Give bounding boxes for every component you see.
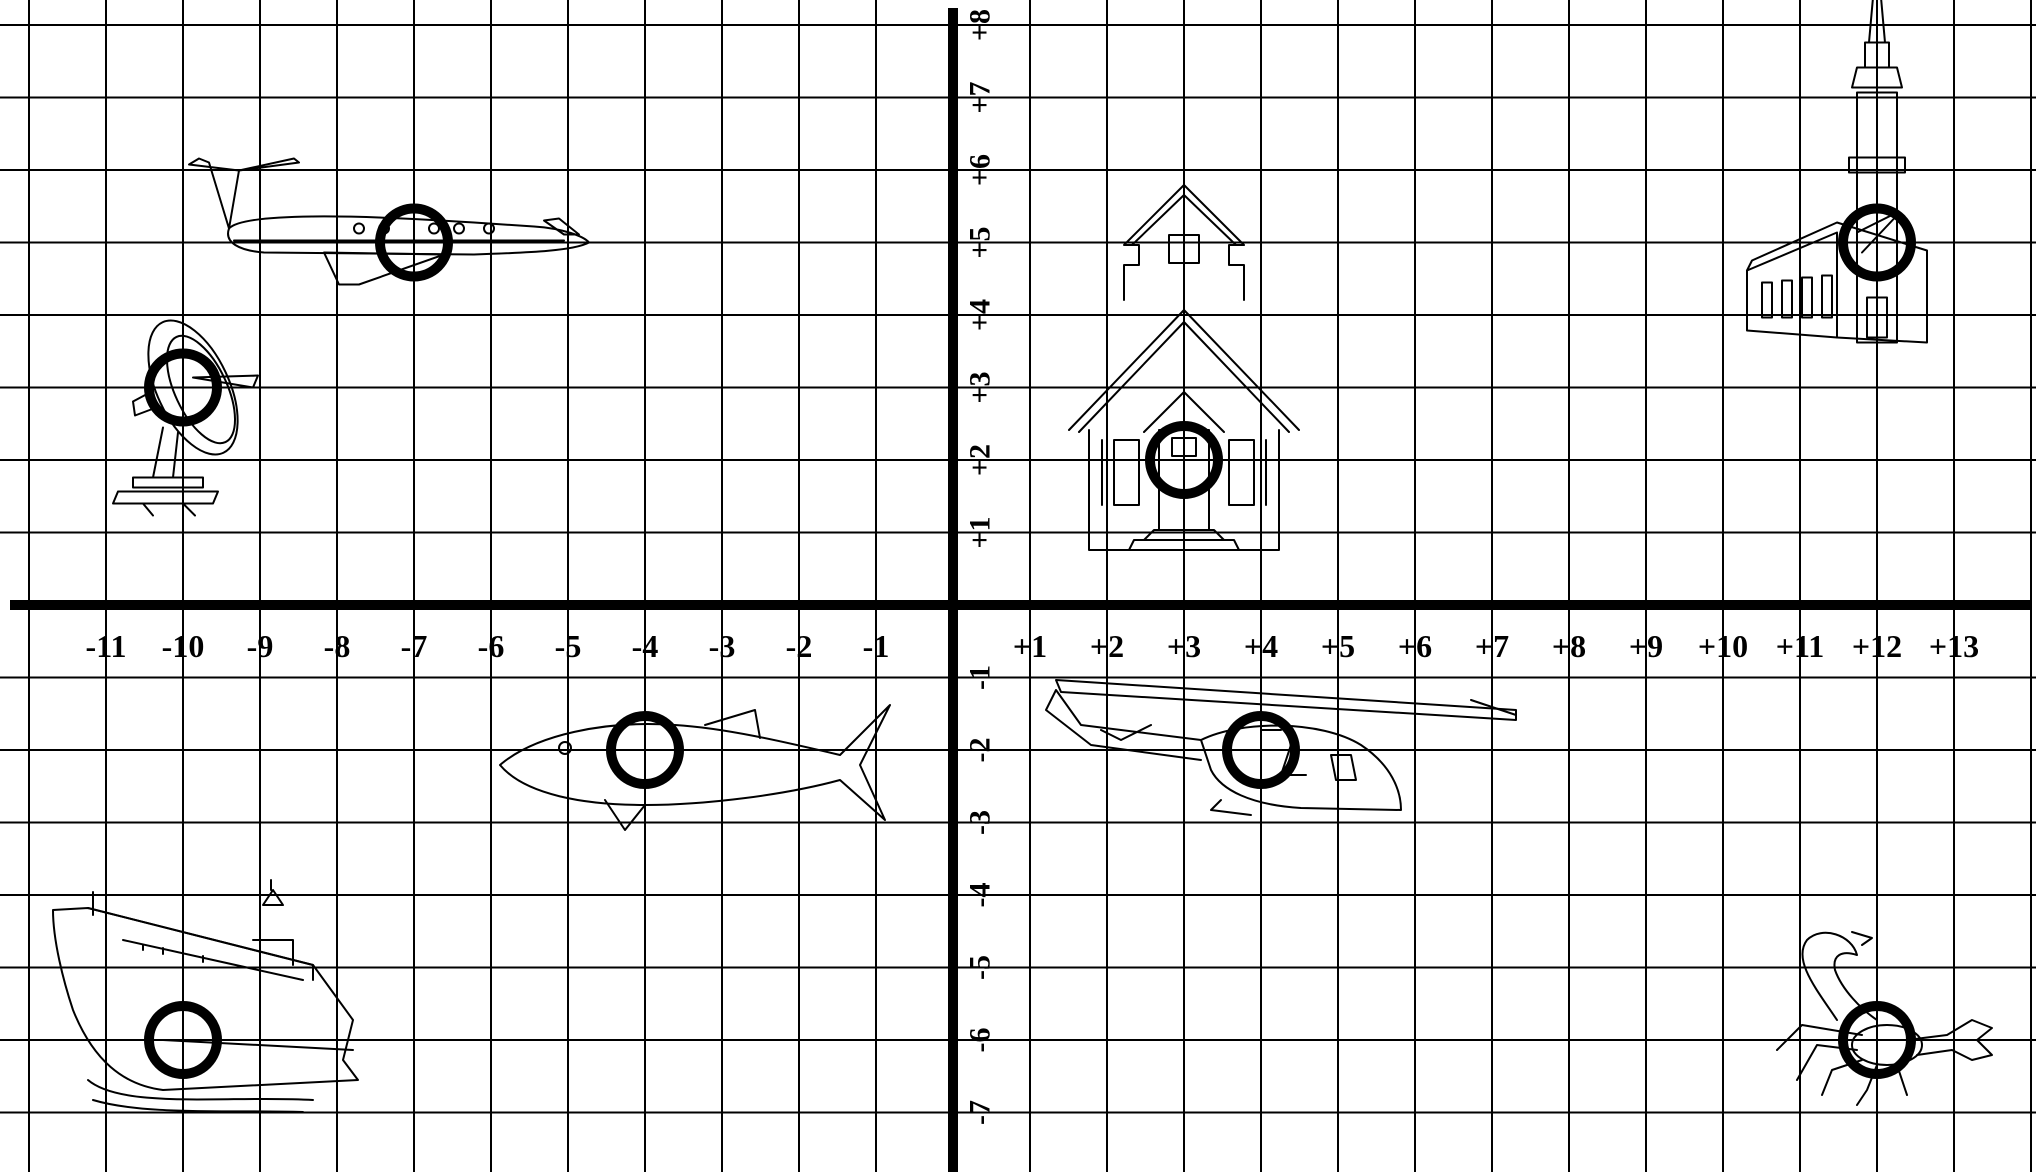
x-tick-label: -11	[86, 628, 127, 664]
y-tick-label: -5	[964, 955, 997, 980]
x-tick-label: +8	[1552, 628, 1586, 664]
x-tick-label: -7	[401, 628, 428, 664]
x-tick-label: -3	[709, 628, 736, 664]
x-tick-label: +2	[1090, 628, 1124, 664]
x-tick-label: +11	[1776, 628, 1824, 664]
y-tick-label: -2	[964, 738, 997, 763]
y-tick-label: +1	[964, 516, 997, 548]
y-tick-label: +6	[964, 154, 997, 186]
x-tick-label: -8	[324, 628, 351, 664]
x-tick-label: +3	[1167, 628, 1201, 664]
y-tick-label: +7	[964, 81, 997, 113]
satellite-dish-icon	[113, 307, 258, 515]
y-tick-label: -1	[964, 665, 997, 690]
helicopter-icon	[1046, 680, 1516, 815]
y-axis-tick-labels: +8 +7 +6 +5 +4 +3 +2 +1 -1 -2 -3 -4 -5 -6 -7	[964, 9, 997, 1125]
x-tick-label: +6	[1398, 628, 1432, 664]
scorpion-icon	[1777, 932, 1992, 1105]
y-tick-label: +8	[964, 9, 997, 41]
y-tick-label: -3	[964, 810, 997, 835]
x-tick-label: -5	[555, 628, 582, 664]
x-tick-label: +4	[1244, 628, 1278, 664]
church-icon	[1747, 0, 1927, 343]
airplane-icon	[189, 159, 589, 285]
y-tick-label: +3	[964, 371, 997, 403]
x-tick-label: -6	[478, 628, 505, 664]
x-tick-label: +10	[1698, 628, 1748, 664]
y-tick-label: +5	[964, 226, 997, 258]
x-tick-label: +13	[1929, 628, 1979, 664]
y-tick-label: -4	[964, 883, 997, 908]
axes	[10, 8, 2032, 1172]
y-tick-label: +4	[964, 299, 997, 331]
x-tick-label: -2	[786, 628, 813, 664]
y-tick-label: +2	[964, 444, 997, 476]
x-tick-label: +5	[1321, 628, 1355, 664]
y-tick-label: -6	[964, 1028, 997, 1053]
x-tick-label: +1	[1013, 628, 1047, 664]
x-tick-label: +12	[1852, 628, 1902, 664]
x-tick-label: +9	[1629, 628, 1663, 664]
x-tick-label: -4	[632, 628, 659, 664]
x-axis-tick-labels: -11 -10 -9 -8 -7 -6 -5 -4 -3 -2 -1 +1 +2 +3 +4 +5 +6 +7 +8…	[86, 628, 1980, 664]
x-tick-label: -1	[863, 628, 890, 664]
fish-icon	[500, 705, 890, 830]
x-tick-label: +7	[1475, 628, 1509, 664]
y-tick-label: -7	[964, 1100, 997, 1125]
x-tick-label: -10	[162, 628, 205, 664]
x-tick-label: -9	[247, 628, 274, 664]
ship-icon	[53, 880, 358, 1112]
